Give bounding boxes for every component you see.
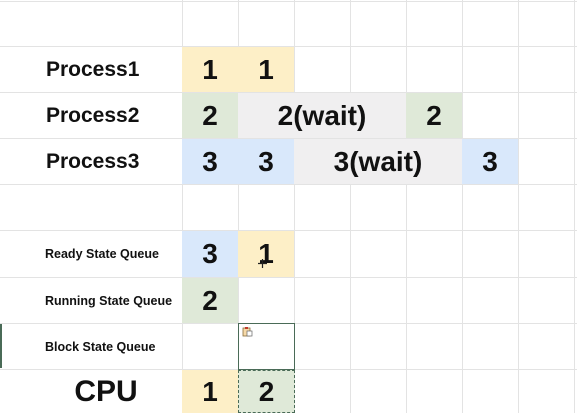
gridline	[518, 0, 519, 413]
cpu-label[interactable]: CPU	[74, 374, 138, 408]
process1-cell-1[interactable]: 1	[182, 47, 238, 92]
gridline	[0, 277, 577, 278]
gridline	[182, 0, 183, 413]
selected-cell[interactable]	[238, 323, 295, 370]
move-cursor-icon	[258, 259, 267, 268]
ready-queue-cell-2[interactable]: 1	[238, 231, 294, 277]
gridline	[0, 138, 577, 139]
running-queue-label[interactable]: Running State Queue	[45, 293, 173, 308]
row-selection-indicator	[0, 324, 2, 368]
gridline	[0, 92, 577, 93]
process3-label[interactable]: Process3	[46, 149, 140, 173]
cpu-cell-1[interactable]: 1	[182, 370, 238, 413]
gridline	[294, 0, 295, 413]
running-queue-cell-1[interactable]: 2	[182, 278, 238, 323]
ready-queue-label[interactable]: Ready State Queue	[45, 247, 159, 261]
gridline	[0, 46, 577, 47]
block-queue-label[interactable]: Block State Queue	[45, 339, 156, 354]
gridline	[574, 0, 575, 413]
gridline	[462, 0, 463, 413]
gridline	[0, 184, 577, 185]
process3-cell-3[interactable]: 3	[462, 139, 518, 184]
gridline	[406, 0, 407, 413]
process2-cell-1[interactable]: 2	[182, 93, 238, 138]
ready-queue-cell-1[interactable]: 3	[182, 231, 238, 277]
process2-cell-2[interactable]: 2	[406, 93, 462, 138]
process3-cell-2[interactable]: 3	[238, 139, 294, 184]
gridline	[238, 0, 239, 413]
process3-cell-1[interactable]: 3	[182, 139, 238, 184]
paste-options-icon[interactable]	[242, 326, 253, 337]
gridline	[0, 230, 577, 231]
gridline	[350, 0, 351, 413]
gridline	[0, 1, 577, 2]
cpu-cell-2-copied[interactable]: 2	[238, 370, 295, 413]
process1-cell-2[interactable]: 1	[238, 47, 294, 92]
process2-wait-cell[interactable]: 2(wait)	[238, 93, 406, 138]
process2-label[interactable]: Process2	[46, 103, 140, 127]
process3-wait-cell[interactable]: 3(wait)	[294, 139, 462, 184]
process1-label[interactable]: Process1	[46, 57, 140, 81]
